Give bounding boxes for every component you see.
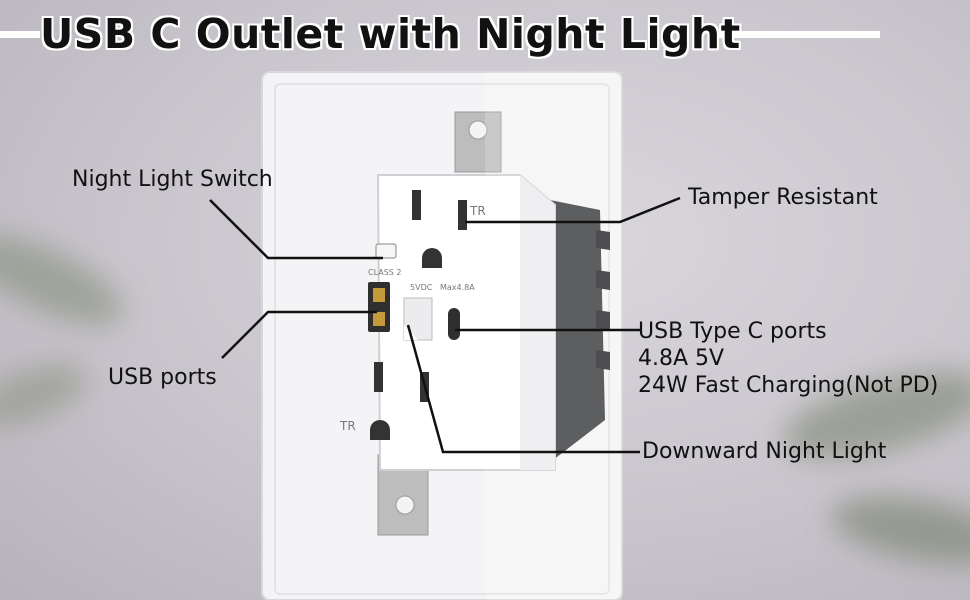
leader-line-tamper-resistant xyxy=(465,196,681,224)
wall-plate-bevel xyxy=(274,83,610,595)
hot-slot xyxy=(412,190,421,220)
ground-hole xyxy=(422,248,442,268)
neutral-slot xyxy=(458,200,467,230)
callout-downward-night-light: Downward Night Light xyxy=(642,439,887,464)
tr-marking-top: TR xyxy=(469,204,486,218)
callout-usb-type-c-line2: 4.8A 5V xyxy=(638,346,725,371)
callout-usb-ports: USB ports xyxy=(108,365,217,390)
callout-tamper-resistant: Tamper Resistant xyxy=(688,185,878,210)
usb-a-rating-marking: 5VDC xyxy=(410,283,433,292)
usb-c-port xyxy=(448,308,460,340)
callout-usb-type-c-line3: 24W Fast Charging(Not PD) xyxy=(638,373,939,398)
ground-hole xyxy=(370,420,390,440)
callout-night-light-switch: Night Light Switch xyxy=(72,167,273,192)
leader-line-night-light-switch xyxy=(209,199,383,260)
tr-marking-bottom: TR xyxy=(339,419,356,433)
callout-usb-type-c: USB Type C ports 4.8A 5V 24W Fast Chargi… xyxy=(638,318,938,399)
night-light-switch xyxy=(375,243,397,259)
title-accent-bar xyxy=(715,31,880,38)
leader-line-downward-night-light xyxy=(406,324,640,454)
usb-c-rating-marking: Max4.8A xyxy=(440,283,475,292)
usb-a-class-marking: CLASS 2 xyxy=(368,268,402,277)
page-title: USB C Outlet with Night Light xyxy=(40,10,741,58)
callout-usb-type-c-line1: USB Type C ports xyxy=(638,319,827,344)
title-accent-bar xyxy=(0,31,40,38)
hot-slot xyxy=(374,362,383,392)
leader-line-usb-ports xyxy=(221,310,377,359)
